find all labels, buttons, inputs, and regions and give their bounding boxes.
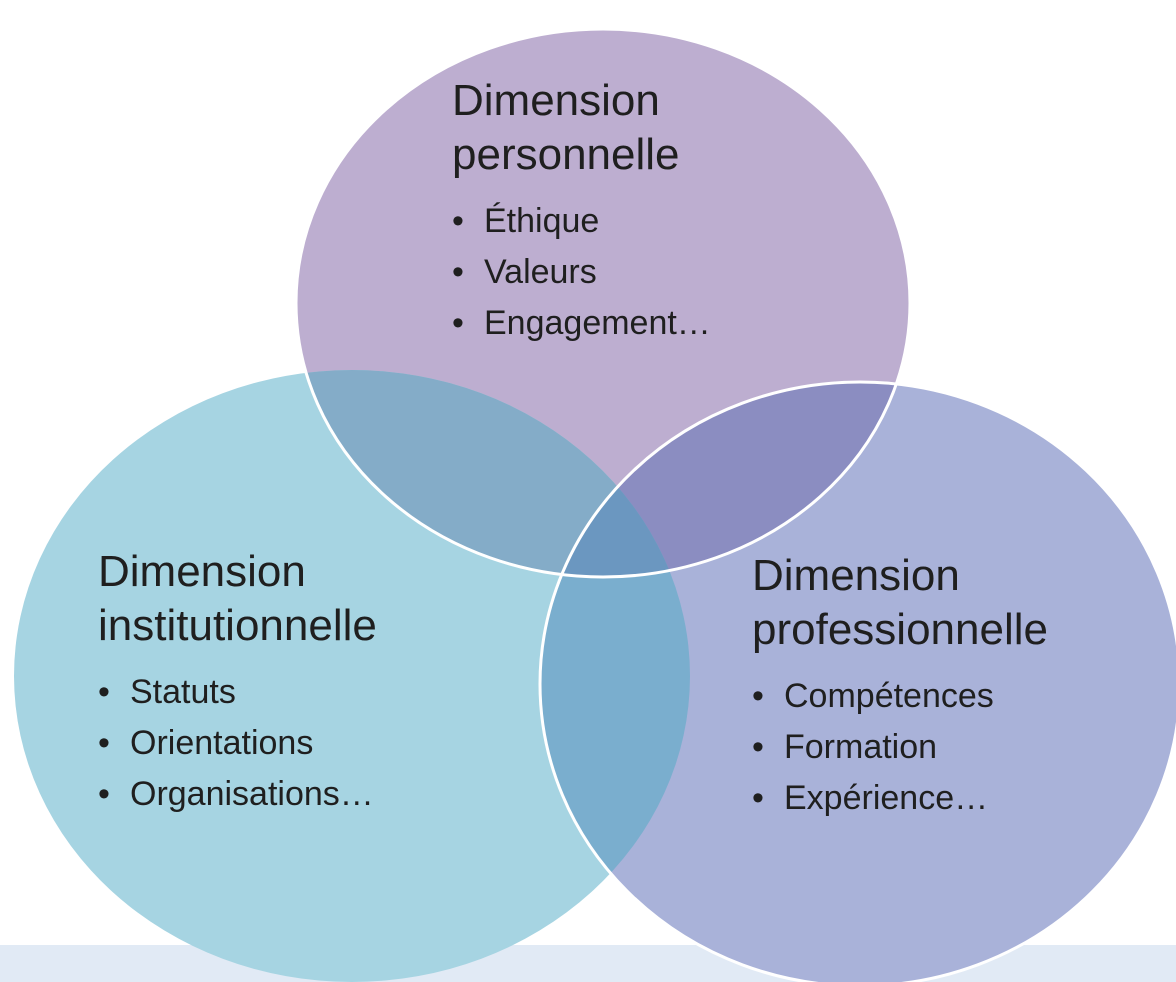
circle-professionnelle-outline <box>538 380 1176 982</box>
overlap-personnelle-professionnelle <box>540 382 910 577</box>
title-institutionnelle-line2: institutionnelle <box>98 601 377 650</box>
list-item: Valeurs <box>452 247 711 298</box>
title-personnelle-line1: Dimension <box>452 76 660 125</box>
title-professionnelle-line1: Dimension <box>752 551 960 600</box>
list-professionnelle: Compétences Formation Expérience… <box>752 671 1048 824</box>
title-personnelle: Dimension personnelle <box>452 74 711 182</box>
list-item: Compétences <box>752 671 1048 722</box>
list-item: Orientations <box>98 718 377 769</box>
list-institutionnelle: Statuts Orientations Organisations… <box>98 667 377 820</box>
list-item: Éthique <box>452 196 711 247</box>
label-professionnelle: Dimension professionnelle Compétences Fo… <box>752 549 1048 824</box>
list-item: Statuts <box>98 667 377 718</box>
title-institutionnelle: Dimension institutionnelle <box>98 545 377 653</box>
label-personnelle: Dimension personnelle Éthique Valeurs En… <box>452 74 711 349</box>
list-personnelle: Éthique Valeurs Engagement… <box>452 196 711 349</box>
title-institutionnelle-line1: Dimension <box>98 547 306 596</box>
list-item: Engagement… <box>452 298 711 349</box>
list-item: Formation <box>752 722 1048 773</box>
overlap-personnelle-institutionnelle <box>296 370 690 577</box>
title-personnelle-line2: personnelle <box>452 130 680 179</box>
title-professionnelle-line2: professionnelle <box>752 605 1048 654</box>
title-professionnelle: Dimension professionnelle <box>752 549 1048 657</box>
list-item: Expérience… <box>752 773 1048 824</box>
circle-personnelle-outline <box>294 27 912 579</box>
label-institutionnelle: Dimension institutionnelle Statuts Orien… <box>98 545 377 820</box>
list-item: Organisations… <box>98 769 377 820</box>
